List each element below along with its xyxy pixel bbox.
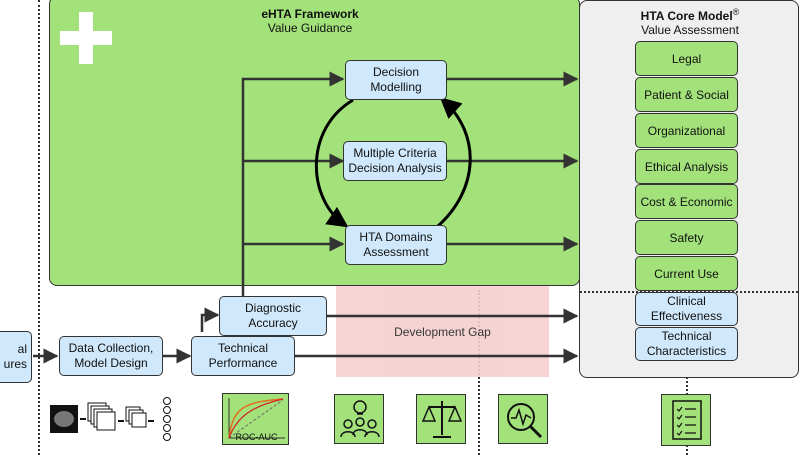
ehta-title-block: eHTA Framework Value Guidance: [200, 7, 420, 35]
ehta-subtitle: Value Guidance: [267, 21, 353, 35]
ehta-framework-panel: [49, 0, 580, 286]
ehta-title: eHTA Framework: [261, 7, 359, 21]
development-gap-label: Development Gap: [394, 324, 491, 339]
roc-label: ROC-AUC: [235, 432, 278, 442]
data-collection-box: Data Collection,Model Design: [59, 336, 163, 376]
scales-icon: [416, 394, 466, 444]
core-title: HTA Core Model: [640, 9, 733, 23]
core-item-cost-economic: Cost & Economic: [635, 184, 738, 219]
checklist-icon: [661, 394, 711, 446]
core-item-legal: Legal: [635, 41, 738, 76]
core-item-organizational: Organizational: [635, 113, 738, 148]
core-title-block: HTA Core Model® Value Assessment: [590, 7, 790, 37]
registered-mark: ®: [732, 7, 740, 17]
separator-line: [38, 0, 40, 455]
core-item-current-use: Current Use: [635, 256, 738, 291]
plus-icon: [60, 12, 112, 64]
monitor-magnifier-icon: [498, 394, 548, 444]
core-item-safety: Safety: [635, 220, 738, 255]
core-subtitle: Value Assessment: [641, 23, 739, 37]
core-item-patient-social: Patient & Social: [635, 77, 738, 112]
ct-scan-stack-icon: [50, 397, 180, 449]
development-gap-region: Development Gap: [336, 286, 549, 377]
team-idea-icon: [334, 394, 384, 444]
core-item-ethical-analysis: Ethical Analysis: [635, 149, 738, 184]
roc-curve-icon: ROC-AUC: [222, 393, 289, 445]
